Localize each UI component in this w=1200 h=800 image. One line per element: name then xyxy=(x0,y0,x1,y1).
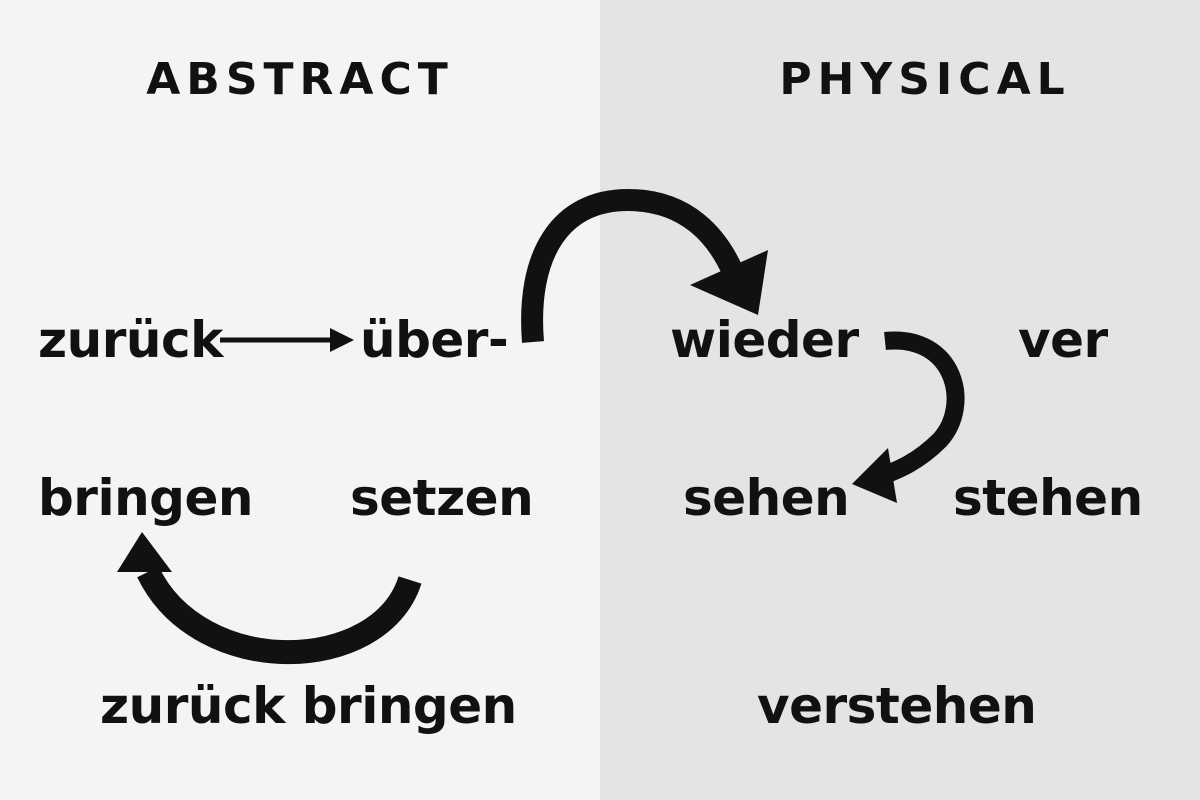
abstract-panel xyxy=(0,0,600,800)
word-setzen: setzen xyxy=(350,469,534,527)
word-sehen: sehen xyxy=(683,469,850,527)
physical-heading: PHYSICAL xyxy=(779,54,1071,105)
word-stehen: stehen xyxy=(953,469,1143,527)
word-zuruck: zurück xyxy=(38,311,223,369)
abstract-heading: ABSTRACT xyxy=(146,54,454,105)
word-uber: über- xyxy=(360,311,509,369)
word-verstehen: verstehen xyxy=(757,677,1037,735)
word-wieder: wieder xyxy=(670,311,859,369)
word-bringen: bringen xyxy=(38,469,253,527)
word-ver: ver xyxy=(1018,311,1108,369)
word-zuruck-bringen: zurück bringen xyxy=(100,677,517,735)
